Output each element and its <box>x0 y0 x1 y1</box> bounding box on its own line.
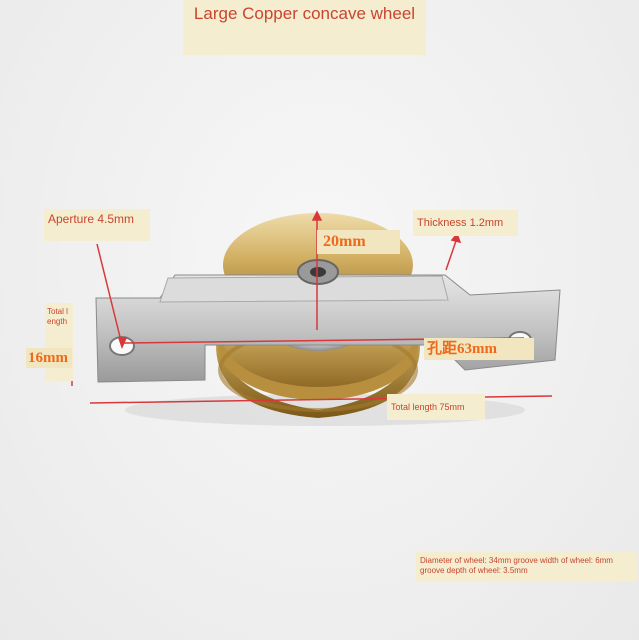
specs-label: Diameter of wheel: 34mm groove width of … <box>416 552 637 582</box>
thickness-leader <box>445 237 458 271</box>
wheel-height-label: 20mm <box>317 230 400 254</box>
total-width-label: Total length <box>45 303 73 381</box>
aperture-label: Aperture 4.5mm <box>44 209 150 241</box>
hole-distance-label: 孔距63mm <box>424 338 534 360</box>
bracket-height-label: 16mm <box>26 348 72 368</box>
thickness-label: Thickness 1.2mm <box>413 210 518 236</box>
page-title: Large Copper concave wheel <box>183 0 426 55</box>
axle-hole <box>310 267 326 277</box>
bracket-top-plate <box>159 275 449 303</box>
aperture-leader <box>96 243 123 346</box>
total-length-label: Total length 75mm <box>387 394 485 420</box>
